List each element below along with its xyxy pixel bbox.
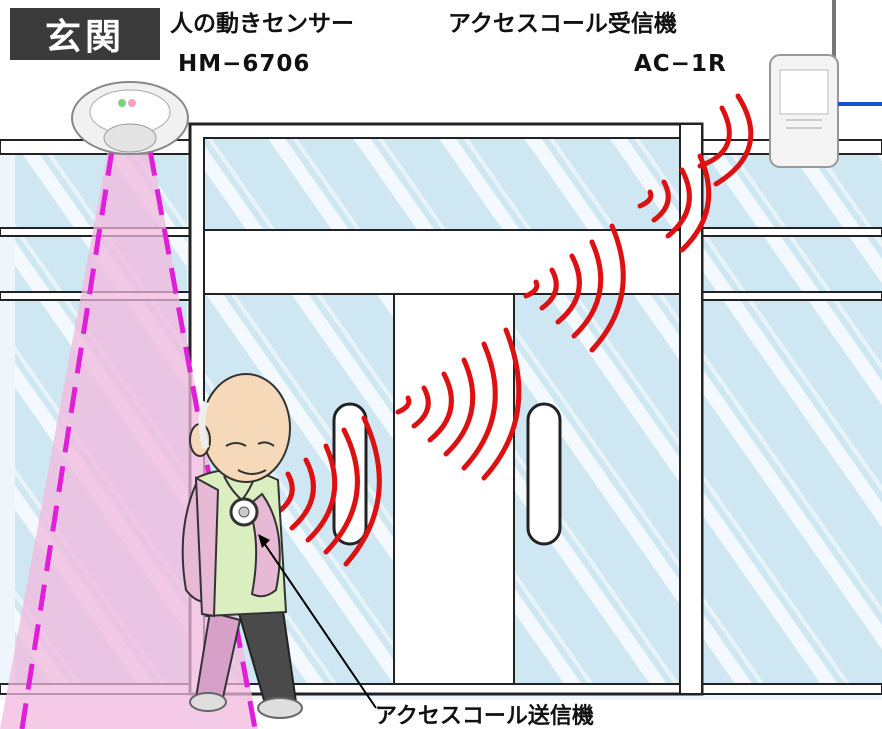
transmitter-name-label: アクセスコール送信機 (375, 704, 594, 729)
elderly-person (181, 373, 303, 719)
transmitter-leader-line (261, 539, 377, 709)
receiver-model-label: AC−1R (634, 51, 727, 77)
location-badge: 玄関 (10, 8, 160, 60)
receiver-device (769, 0, 882, 168)
motion-sensor-device (71, 81, 189, 155)
leader-arrowhead (258, 534, 270, 548)
receiver-name-label: アクセスコール受信機 (448, 11, 677, 37)
sensor-name-label: 人の動きセンサー (170, 11, 354, 37)
sensor-model-label: HM−6706 (178, 51, 311, 77)
